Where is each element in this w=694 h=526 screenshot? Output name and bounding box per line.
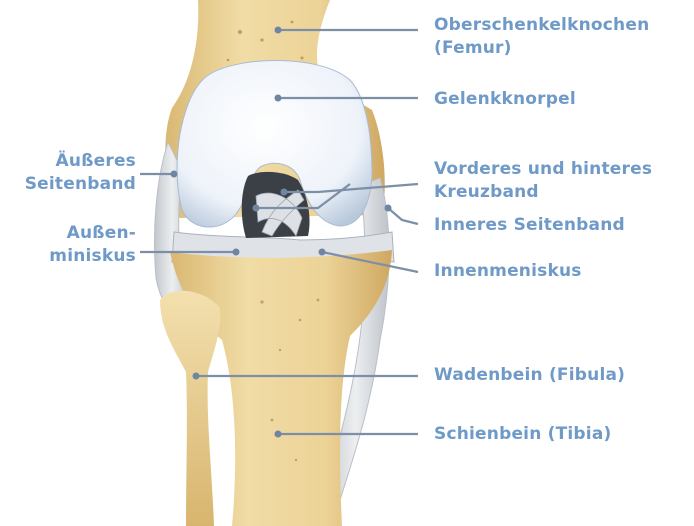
label-cruciate-line2: Kreuzband [434, 181, 652, 204]
label-cartilage: Gelenkknorpel [434, 88, 576, 111]
label-medial-meniscus: Innenmeniskus [434, 260, 582, 283]
label-medial-collateral: Inneres Seitenband [434, 214, 625, 237]
label-cruciate-line1: Vorderes und hinteres [434, 158, 652, 181]
label-femur-line2: (Femur) [434, 37, 649, 60]
label-cruciate: Vorderes und hinteres Kreuzband [434, 158, 652, 204]
label-femur-line1: Oberschenkelknochen [434, 14, 649, 37]
label-lateral-collateral-line1: Äußeres [25, 150, 136, 173]
label-lateral-collateral-line2: Seitenband [25, 173, 136, 196]
label-tibia: Schienbein (Tibia) [434, 423, 611, 446]
fibula [160, 291, 220, 526]
label-fibula: Wadenbein (Fibula) [434, 364, 625, 387]
label-lateral-meniscus-line2: miniskus [49, 245, 136, 268]
label-fibula-line1: Wadenbein (Fibula) [434, 364, 625, 387]
label-medial-meniscus-line1: Innenmeniskus [434, 260, 582, 283]
label-lateral-meniscus-line1: Außen- [49, 222, 136, 245]
label-medial-collateral-line1: Inneres Seitenband [434, 214, 625, 237]
label-cartilage-line1: Gelenkknorpel [434, 88, 576, 111]
label-tibia-line1: Schienbein (Tibia) [434, 423, 611, 446]
label-lateral-meniscus: Außen- miniskus [49, 222, 136, 268]
label-femur: Oberschenkelknochen (Femur) [434, 14, 649, 60]
label-lateral-collateral: Äußeres Seitenband [25, 150, 136, 196]
